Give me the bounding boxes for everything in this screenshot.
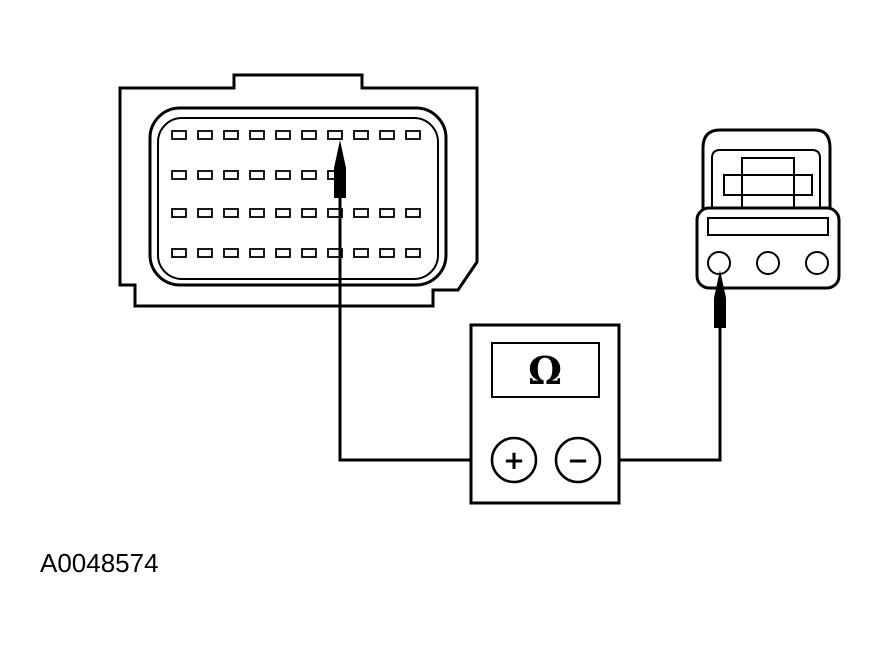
small-connector-latch [711,149,821,210]
connector-pin [327,130,343,140]
connector-pin [379,130,395,140]
connector-pin [327,248,343,258]
connector-pin [223,130,239,140]
connector-pin [197,130,213,140]
figure-reference-code: A0048574 [40,548,159,578]
large-connector-face-inner [157,117,439,280]
large-connector-pins [171,130,421,258]
connector-pin [249,170,265,180]
negative-terminal-jack [554,436,602,484]
connector-pin [275,130,291,140]
large-connector [118,73,479,308]
connector-pin [171,170,187,180]
connector-pin [405,248,421,258]
connector-pin [405,208,421,218]
connector-pin [353,248,369,258]
small-connector-terminals [707,251,829,275]
ohmmeter: Ω + − [469,323,621,505]
negative-terminal-label: − [567,446,589,476]
connector-pin [301,130,317,140]
connector-pin [223,170,239,180]
connector-pin [223,248,239,258]
connector-pin [197,170,213,180]
connector-pin [275,170,291,180]
connector-pin [171,130,187,140]
small-connector-lock-slot [723,174,813,196]
negative-probe-tip [714,270,726,328]
connector-pin [301,208,317,218]
connector-pin [379,248,395,258]
connector-pin [275,248,291,258]
connector-pin [327,208,343,218]
negative-test-lead [602,290,722,462]
ohm-symbol: Ω [528,348,562,393]
connector-pin [275,208,291,218]
connector-pin [223,208,239,218]
positive-probe-tip [334,140,346,198]
connector-pin [171,208,187,218]
large-connector-face-outer [148,106,448,287]
connector-pin [197,248,213,258]
positive-test-lead [338,150,490,462]
connector-pin [379,208,395,218]
connector-terminal [805,251,829,275]
connector-pin [197,208,213,218]
connector-pin [249,248,265,258]
connector-terminal [707,251,731,275]
ohmmeter-display [491,342,600,398]
connector-pin [171,248,187,258]
connector-pin [353,208,369,218]
connector-pin [249,130,265,140]
connector-pin [301,170,317,180]
connector-pin [405,130,421,140]
positive-terminal-jack [490,436,538,484]
connector-pin [353,130,369,140]
connector-pin [301,248,317,258]
connector-pin [249,208,265,218]
small-connector-window [707,217,829,236]
small-connector-lock-tab [741,157,795,211]
positive-terminal-label: + [503,446,525,476]
small-connector-body [695,206,841,290]
connector-terminal [756,251,780,275]
small-connector [695,128,841,290]
